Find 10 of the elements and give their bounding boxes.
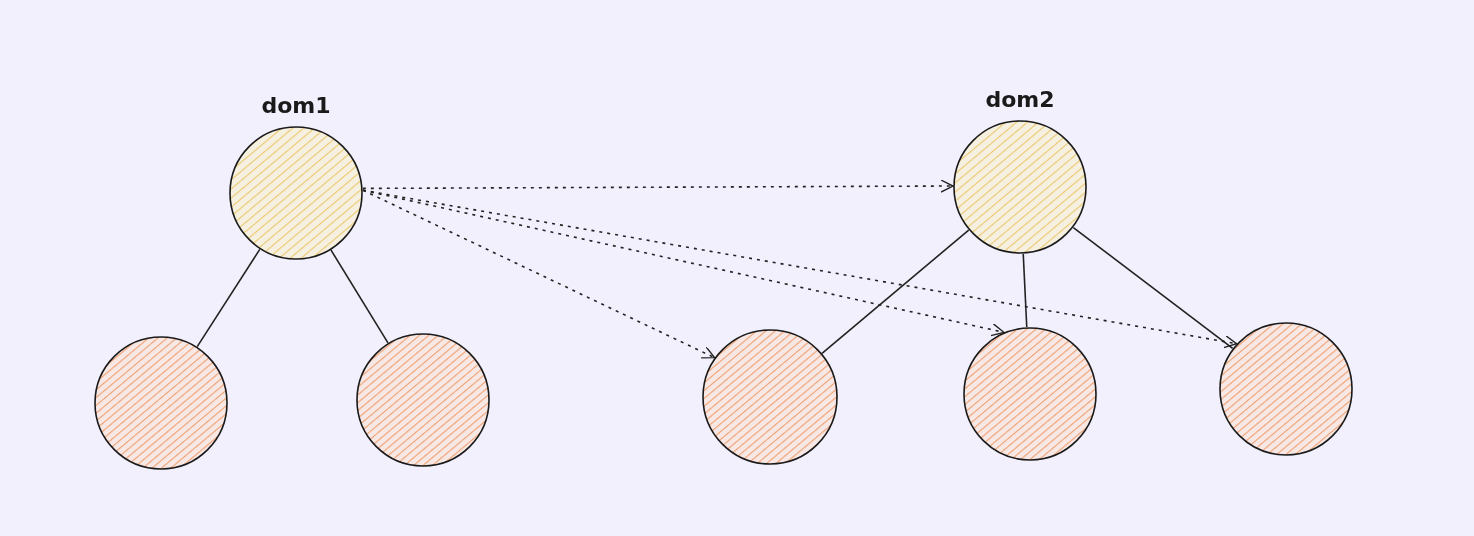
dashed-arrow [362, 189, 1238, 349]
connector-line [1022, 253, 1028, 328]
node-heading: dom1 [260, 92, 332, 120]
connector-line [821, 229, 970, 355]
connector-line [196, 248, 261, 348]
dashed-arrow [362, 189, 716, 359]
dashed-arrow [362, 179, 954, 193]
connector-line [1072, 226, 1234, 350]
connector-line [330, 249, 389, 344]
node-heading: dom2 [984, 86, 1056, 114]
